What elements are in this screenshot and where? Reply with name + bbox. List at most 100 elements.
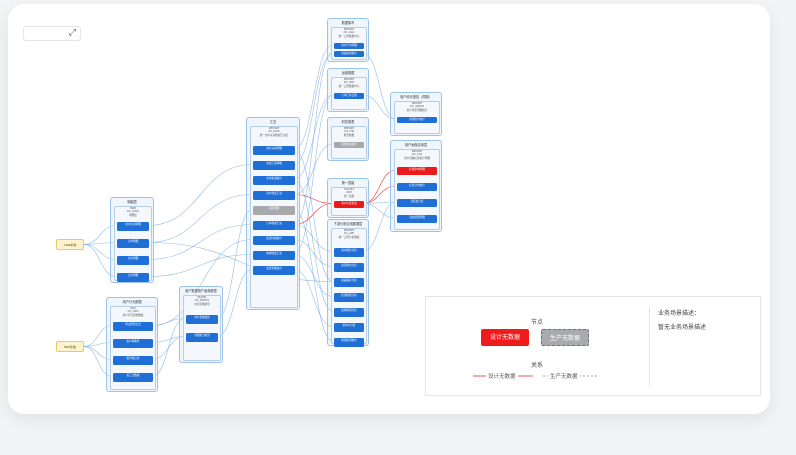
lineage-node[interactable]: 客户端事件: [113, 339, 153, 348]
legend-line-title: 关系: [531, 362, 544, 369]
lineage-node[interactable]: 服务端日志: [113, 356, 153, 365]
lineage-node[interactable]: 标签分布统计: [397, 183, 437, 191]
info-line: REPORT: [268, 127, 280, 130]
lineage-node[interactable]: 复购周期分析: [334, 308, 364, 317]
legend-divider: [649, 307, 650, 387]
info-line: REPORT: [343, 78, 355, 81]
info-line: DC_MODEL: [194, 299, 210, 303]
lineage-node[interactable]: 用户信息明细: [117, 222, 149, 231]
lineage-node[interactable]: 第三方数据: [113, 373, 153, 382]
info-line: REPORT: [343, 127, 355, 130]
info-line: ODS: [130, 307, 136, 310]
lineage-node[interactable]: 标签命中明细: [397, 167, 437, 175]
info-line: DC_DWD: [127, 210, 139, 214]
lineage-node[interactable]: 订单汇总日报: [334, 93, 364, 99]
info-line: REPORT: [411, 150, 423, 153]
lineage-node[interactable]: 订单明细: [117, 239, 149, 248]
lineage-node[interactable]: 用户基础属性: [186, 315, 218, 324]
expand-icon[interactable]: ⤢: [68, 28, 76, 38]
lineage-node[interactable]: 消费能力模型: [186, 333, 218, 342]
lineage-node[interactable]: 新增用户统计: [397, 117, 437, 123]
lineage-node[interactable]: 商品偏好分析: [334, 278, 364, 287]
group-title: 财务报表: [341, 120, 355, 124]
info-line: 统一口径数据中心: [338, 84, 360, 88]
group-title: 用户数据用户画像模型: [185, 289, 217, 293]
lineage-node[interactable]: 流失预警明细: [397, 215, 437, 223]
info-line: DC_TAG: [411, 153, 423, 157]
lineage-node[interactable]: 客户标签宽表: [334, 201, 364, 208]
info-line: 用户画像模型: [194, 302, 210, 306]
canvas-toolbar[interactable]: ⤢: [23, 26, 81, 41]
group-title: 用户画像应用层: [404, 143, 428, 147]
legend-gray-node: 生产无数据: [541, 329, 589, 346]
lineage-node[interactable]: 客单价分析: [334, 323, 364, 332]
lineage-node[interactable]: 退款明细: [253, 206, 295, 215]
lineage-node[interactable]: 活跃度分层: [397, 199, 437, 207]
lineage-node[interactable]: 埋点原始日志: [113, 322, 153, 331]
legend-gray-line-label: 生产无数据: [548, 372, 580, 380]
lineage-node[interactable]: 资金流水统计: [334, 142, 364, 148]
info-line: DC_DWS: [268, 130, 280, 134]
scene-desc-title: 业务场景描述：: [658, 310, 701, 317]
scene-desc-text: 暂无业务场景描述: [658, 324, 707, 331]
info-line: REPORT: [343, 28, 355, 31]
legend-panel: 节点 设计无数据 生产无数据 关系 设计无数据 生产无数据 业务场景描述： 暂无…: [425, 296, 761, 396]
info-line: DC_OPS: [343, 81, 355, 85]
info-line: DWD: [129, 207, 137, 210]
lineage-node[interactable]: 商品交易统计: [334, 51, 364, 57]
info-line: 财务数据: [343, 133, 355, 137]
lineage-node[interactable]: 用户关系明细: [253, 146, 295, 155]
info-line: DC_AGG: [343, 31, 355, 35]
lineage-node[interactable]: 日志明细: [117, 273, 149, 282]
group-title: 数据集市: [341, 21, 355, 25]
lineage-node[interactable]: 渠道转化分析: [334, 263, 364, 272]
lineage-node[interactable]: 地域维度汇总: [253, 251, 295, 260]
lineage-node[interactable]: 支付明细: [117, 256, 149, 265]
info-line: DC_APP: [343, 232, 354, 236]
lineage-node[interactable]: 订单状态汇总: [253, 221, 295, 230]
lineage-node[interactable]: 促销效果分析: [334, 293, 364, 302]
group-title: 第一层级: [341, 181, 355, 185]
info-line: ODP: [346, 191, 352, 195]
info-line: DC_ODS: [127, 310, 139, 314]
info-line: MODEL: [197, 296, 207, 299]
lineage-node[interactable]: 用户留存分析: [334, 248, 364, 257]
lineage-node[interactable]: 用户行为明细: [334, 43, 364, 49]
legend-red-node: 设计无数据: [481, 329, 529, 346]
lineage-node[interactable]: 交易汇总明细: [253, 161, 295, 170]
lineage-node[interactable]: 搜索热词统计: [334, 338, 364, 347]
source-node[interactable]: ERP系统: [56, 341, 84, 352]
info-line: TAGSET: [344, 188, 354, 191]
group-title: 明细层: [127, 200, 137, 204]
group-title: 用户行为数据: [122, 300, 142, 304]
lineage-node[interactable]: 商户维度汇总: [253, 191, 295, 200]
info-line: 统一口径分析数据: [338, 235, 360, 239]
info-line: 明细层: [129, 213, 137, 217]
source-node[interactable]: CRM系统: [56, 239, 84, 250]
lineage-node[interactable]: 支付渠道统计: [253, 176, 295, 185]
info-line: 用户行为原始数据: [122, 313, 144, 317]
legend-node-title: 节点: [531, 319, 544, 326]
group-title: 下游分析应用数据层: [333, 222, 363, 226]
info-line: 用户画像标签统计明细: [404, 156, 430, 160]
group-title: 运营数据: [341, 71, 355, 75]
info-line: 第一层级: [343, 194, 355, 198]
lineage-node[interactable]: 会员等级统计: [253, 266, 295, 275]
legend-red-line-label: 设计无数据: [486, 372, 518, 380]
info-line: DC_FIN: [344, 130, 354, 134]
info-line: REPORT: [411, 102, 423, 105]
info-line: 用户增长明细统计: [406, 108, 428, 112]
lineage-node[interactable]: 配送时效统计: [253, 236, 295, 245]
